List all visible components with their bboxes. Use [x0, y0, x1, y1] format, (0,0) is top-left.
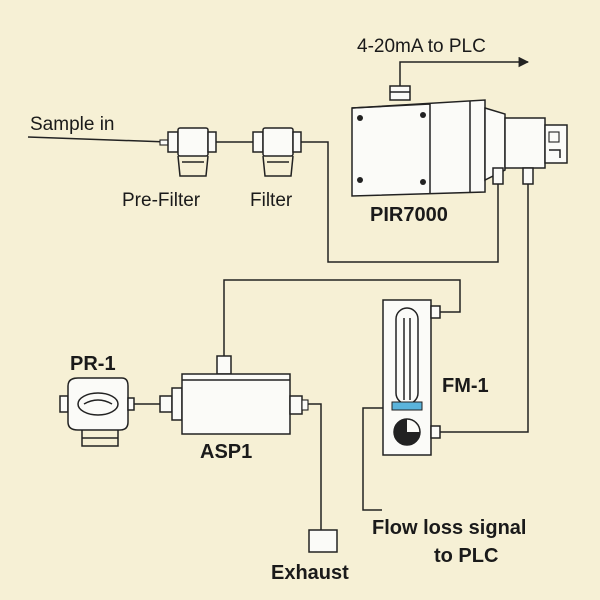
fm1-flowmeter — [382, 299, 441, 456]
flowmeter-to-aspirator-line — [223, 279, 461, 358]
sample-in-line — [27, 136, 169, 143]
exhaust-label: Exhaust — [271, 562, 349, 584]
flow-loss-signal-line — [362, 407, 383, 511]
sample-in-label: Sample in — [30, 114, 115, 135]
pir7000-analyzer — [351, 85, 568, 197]
pr1-regulator — [59, 377, 135, 447]
flow-loss-label-line1: Flow loss signal — [372, 517, 526, 539]
flow-loss-label-line2: to PLC — [434, 545, 498, 567]
filter-label: Filter — [250, 190, 293, 211]
filter-component — [252, 127, 302, 177]
regulator-label: PR-1 — [70, 353, 116, 375]
filter-to-analyzer-line — [300, 141, 499, 263]
flowmeter-label: FM-1 — [442, 375, 489, 397]
aspirator-label: ASP1 — [200, 441, 252, 463]
exhaust-outlet-box — [308, 529, 338, 553]
analyzer-label: PIR7000 — [370, 204, 448, 226]
analyzer-to-flowmeter-line — [440, 183, 529, 433]
output-signal-line — [399, 56, 530, 94]
aspirator-to-exhaust-line — [307, 403, 322, 530]
pre-filter-component — [159, 127, 217, 177]
asp1-aspirator — [159, 355, 309, 435]
pre-filter-label: Pre-Filter — [122, 190, 201, 211]
output-signal-label: 4-20mA to PLC — [357, 36, 486, 57]
flow-indicator-float — [391, 401, 423, 411]
